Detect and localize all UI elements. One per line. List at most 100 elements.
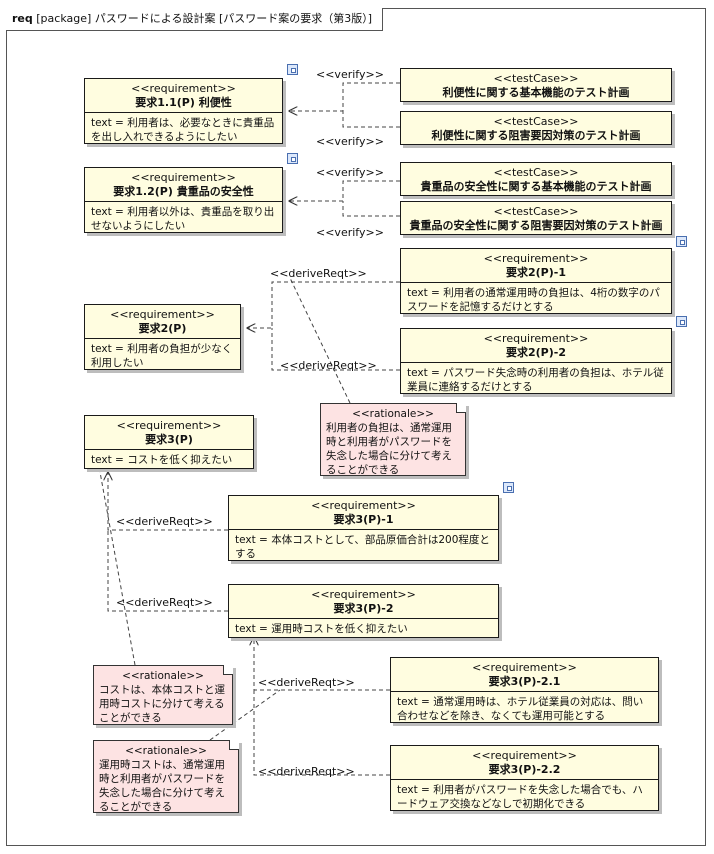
stereotype-label: <<rationale>> bbox=[125, 745, 207, 757]
stereotype-label: <<testCase>> bbox=[493, 72, 579, 85]
stereotype-label: <<requirement>> bbox=[311, 499, 416, 512]
diagram-link-icon[interactable] bbox=[287, 153, 298, 164]
rationale-text: 運用時コストは、通常運用時と利用者がパスワードを失念した場合に分けて考えることが… bbox=[99, 759, 225, 813]
requirement-box-1-1[interactable]: <<requirement>>要求1.1(P) 利便性 text = 利用者は、… bbox=[84, 78, 283, 144]
testcase-box-3[interactable]: <<testCase>>貴重品の安全性に関する基本機能のテスト計画 bbox=[400, 162, 672, 196]
verify-line bbox=[289, 82, 400, 111]
stereotype-label: <<requirement>> bbox=[311, 588, 416, 601]
derive-label: <<deriveReqt>> bbox=[270, 267, 367, 280]
rationale-note-3[interactable]: <<rationale>> 運用時コストは、通常運用時と利用者がパスワードを失念… bbox=[93, 740, 239, 813]
requirement-text: text = 利用者以外は、貴重品を取り出せないようにしたい bbox=[91, 206, 275, 232]
requirement-name: 要求3(P)-2 bbox=[333, 602, 394, 615]
requirement-header: <<requirement>>要求3(P)-2.2 bbox=[391, 746, 658, 780]
stereotype-label: <<rationale>> bbox=[352, 408, 434, 420]
diagram-link-icon[interactable] bbox=[676, 236, 687, 247]
derive-line bbox=[247, 281, 400, 328]
requirement-header: <<requirement>>要求2(P)-2 bbox=[401, 329, 671, 363]
requirement-text: text = 利用者の負担が少なく利用したい bbox=[91, 343, 233, 369]
requirement-name: 要求1.1(P) 利便性 bbox=[135, 96, 232, 109]
rationale-note-1[interactable]: <<rationale>> 利用者の負担は、通常運用時と利用者がパスワードを失念… bbox=[320, 403, 466, 476]
rationale-note-2[interactable]: <<rationale>> コストは、本体コストと運用時コストに分けて考えること… bbox=[93, 665, 233, 725]
stereotype-label: <<requirement>> bbox=[110, 308, 215, 321]
requirement-name: 要求1.2(P) 貴重品の安全性 bbox=[113, 185, 254, 198]
frame-kind: req bbox=[12, 12, 33, 25]
stereotype-label: <<testCase>> bbox=[493, 115, 579, 128]
requirement-text: text = 利用者は、必要なときに貴重品を出し入れできるようにしたい bbox=[91, 117, 275, 143]
stereotype-label: <<requirement>> bbox=[116, 419, 222, 432]
rationale-text: 利用者の負担は、通常運用時と利用者がパスワードを失念した場合に分けて考えることが… bbox=[326, 422, 452, 476]
requirement-name: 要求2(P) bbox=[138, 322, 187, 335]
requirement-name: 要求3(P)-2.2 bbox=[488, 763, 561, 776]
note-fold bbox=[223, 665, 233, 675]
rationale-anchor bbox=[289, 277, 351, 404]
verify-line bbox=[342, 111, 400, 128]
diagram-link-icon[interactable] bbox=[676, 316, 687, 327]
requirement-name: 要求2(P)-1 bbox=[506, 266, 566, 279]
requirement-header: <<requirement>>要求2(P)-1 bbox=[401, 249, 671, 283]
requirement-text: text = 運用時コストを低く抑えたい bbox=[235, 623, 408, 635]
testcase-header: <<testCase>>貴重品の安全性に関する基本機能のテスト計画 bbox=[401, 163, 671, 196]
requirement-text: text = 利用者の通常運用時の負担は、4桁の数字のパスワードを記憶するだけと… bbox=[407, 287, 660, 313]
testcase-header: <<testCase>>貴重品の安全性に関する阻害要因対策のテスト計画 bbox=[401, 202, 671, 235]
requirement-text: text = パスワード失念時の利用者の負担は、ホテル従業員に連絡するだけとする bbox=[407, 367, 664, 393]
verify-label: <<verify>> bbox=[316, 226, 384, 239]
requirement-box-3[interactable]: <<requirement>>要求3(P) text = コストを低く抑えたい bbox=[84, 415, 254, 469]
testcase-header: <<testCase>>利便性に関する基本機能のテスト計画 bbox=[401, 69, 671, 102]
testcase-box-2[interactable]: <<testCase>>利便性に関する阻害要因対策のテスト計画 bbox=[400, 111, 672, 145]
requirement-header: <<requirement>>要求3(P) bbox=[85, 416, 253, 450]
rationale-anchor bbox=[99, 471, 136, 666]
requirement-header: <<requirement>>要求3(P)-2 bbox=[229, 585, 498, 619]
testcase-name: 貴重品の安全性に関する基本機能のテスト計画 bbox=[420, 180, 652, 193]
requirement-text: text = 通常運用時は、ホテル従業員の対応は、問い合わせなどを除き、なくても… bbox=[397, 696, 644, 722]
verify-label: <<verify>> bbox=[316, 135, 384, 148]
requirement-box-3-2-1[interactable]: <<requirement>>要求3(P)-2.1 text = 通常運用時は、… bbox=[390, 657, 659, 723]
stereotype-label: <<testCase>> bbox=[493, 205, 579, 218]
rationale-anchor bbox=[209, 689, 281, 741]
diagram-frame-header: req [package] パスワードによる設計案 [パスワード案の要求（第3版… bbox=[6, 8, 384, 31]
stereotype-label: <<requirement>> bbox=[472, 661, 577, 674]
stereotype-label: <<requirement>> bbox=[131, 171, 236, 184]
derive-line bbox=[108, 472, 228, 531]
verify-line bbox=[342, 201, 400, 217]
requirement-box-2-1[interactable]: <<requirement>>要求2(P)-1 text = 利用者の通常運用時… bbox=[400, 248, 672, 314]
requirement-name: 要求3(P)-1 bbox=[333, 513, 394, 526]
testcase-header: <<testCase>>利便性に関する阻害要因対策のテスト計画 bbox=[401, 112, 671, 145]
testcase-box-4[interactable]: <<testCase>>貴重品の安全性に関する阻害要因対策のテスト計画 bbox=[400, 201, 672, 235]
derive-label: <<deriveReqt>> bbox=[280, 359, 377, 372]
frame-title: [package] パスワードによる設計案 [パスワード案の要求（第3版）] bbox=[36, 12, 373, 25]
requirement-text: text = 本体コストとして、部品原価合計は200程度とする bbox=[235, 534, 490, 560]
testcase-name: 貴重品の安全性に関する阻害要因対策のテスト計画 bbox=[409, 219, 663, 232]
requirement-box-3-1[interactable]: <<requirement>>要求3(P)-1 text = 本体コストとして、… bbox=[228, 495, 499, 561]
derive-line bbox=[107, 530, 228, 612]
testcase-box-1[interactable]: <<testCase>>利便性に関する基本機能のテスト計画 bbox=[400, 68, 672, 102]
requirement-header: <<requirement>>要求1.2(P) 貴重品の安全性 bbox=[85, 168, 282, 202]
derive-label: <<deriveReqt>> bbox=[258, 765, 355, 778]
stereotype-label: <<requirement>> bbox=[472, 749, 577, 762]
stereotype-label: <<requirement>> bbox=[131, 82, 236, 95]
derive-label: <<deriveReqt>> bbox=[258, 676, 355, 689]
verify-label: <<verify>> bbox=[316, 166, 384, 179]
requirement-header: <<requirement>>要求3(P)-1 bbox=[229, 496, 498, 530]
verify-line bbox=[289, 180, 400, 201]
testcase-name: 利便性に関する阻害要因対策のテスト計画 bbox=[431, 129, 641, 142]
requirement-box-3-2[interactable]: <<requirement>>要求3(P)-2 text = 運用時コストを低く… bbox=[228, 584, 499, 638]
testcase-name: 利便性に関する基本機能のテスト計画 bbox=[442, 86, 630, 99]
requirement-name: 要求2(P)-2 bbox=[506, 346, 566, 359]
requirement-text: text = 利用者がパスワードを失念した場合でも、ハードウェア交換などなしで初… bbox=[397, 784, 643, 810]
derive-line bbox=[253, 690, 390, 776]
requirement-header: <<requirement>>要求1.1(P) 利便性 bbox=[85, 79, 282, 113]
requirement-box-2-2[interactable]: <<requirement>>要求2(P)-2 text = パスワード失念時の… bbox=[400, 328, 672, 394]
derive-label: <<deriveReqt>> bbox=[116, 596, 213, 609]
derive-line bbox=[271, 328, 400, 371]
requirement-text: text = コストを低く抑えたい bbox=[91, 454, 233, 466]
requirement-name: 要求3(P)-2.1 bbox=[488, 675, 561, 688]
requirement-header: <<requirement>>要求2(P) bbox=[85, 305, 240, 339]
stereotype-label: <<requirement>> bbox=[483, 252, 589, 265]
rationale-text: コストは、本体コストと運用時コストに分けて考えることができる bbox=[99, 684, 225, 724]
diagram-link-icon[interactable] bbox=[287, 64, 298, 75]
diagram-link-icon[interactable] bbox=[503, 482, 514, 493]
requirement-box-3-2-2[interactable]: <<requirement>>要求3(P)-2.2 text = 利用者がパスワ… bbox=[390, 745, 659, 811]
stereotype-label: <<testCase>> bbox=[493, 166, 579, 179]
requirement-box-2[interactable]: <<requirement>>要求2(P) text = 利用者の負担が少なく利… bbox=[84, 304, 241, 370]
requirement-box-1-2[interactable]: <<requirement>>要求1.2(P) 貴重品の安全性 text = 利… bbox=[84, 167, 283, 233]
